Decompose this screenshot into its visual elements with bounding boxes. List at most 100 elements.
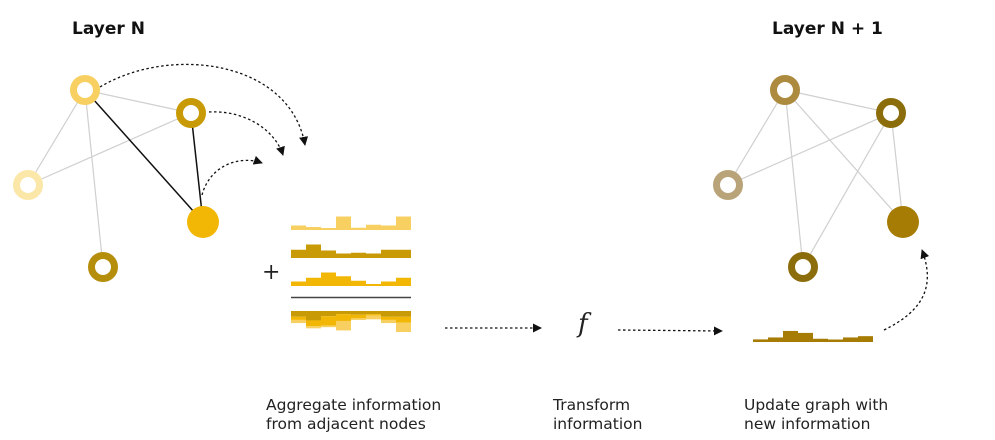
message-row-3-bar-3 (321, 272, 336, 286)
aggregate-segment-2-7 (381, 316, 396, 320)
message-row-2-bar-5 (351, 252, 366, 258)
message-row-2-bar-6 (366, 253, 381, 258)
update-caption-line-2: new information (744, 415, 871, 433)
message-row-3-bar-8 (396, 277, 411, 286)
transform-caption-line-1: Transform (553, 396, 631, 414)
arrow-to-update (617, 326, 723, 336)
message-row-2-bar-8 (396, 249, 411, 258)
message-row-3-bar-2 (306, 277, 321, 286)
layer-n-node-n2 (176, 98, 206, 128)
layer-n-plus-1-title: Layer N + 1 (772, 19, 883, 39)
message-row-1-bar-3 (321, 228, 336, 230)
layer-n-plus-1-edges (727, 89, 904, 268)
layer-n-edge-n1-n2 (84, 89, 192, 114)
aggregate-segment-2-4 (336, 314, 351, 321)
transform-caption: Transform information (553, 396, 642, 434)
message-row-2-bar-3 (321, 250, 336, 258)
output-bar-4 (798, 332, 813, 342)
message-arrow-from-target-node (201, 155, 263, 196)
aggregate-segment-1-2 (306, 311, 321, 321)
message-row-1-bar-4 (336, 216, 351, 230)
output-bar-6 (828, 339, 843, 342)
layer-n-plus-1-edge-m2-m3 (727, 112, 892, 186)
transform-function-symbol: f (578, 309, 588, 339)
message-arrow-from-top-node (99, 63, 309, 146)
layer-n-plus-1-node-m3 (713, 170, 743, 200)
output-bars (753, 330, 873, 342)
layer-n-plus-1-edge-m1-m2 (784, 89, 892, 114)
message-row-1-bar-8 (396, 216, 411, 230)
message-row-1-bar-2 (306, 227, 321, 230)
layer-n-plus-1-edge-m1-m5 (784, 89, 804, 268)
layer-n-node-n3 (13, 170, 43, 200)
aggregate-segment-2-6 (366, 314, 381, 316)
layer-n-plus-1-node-m1 (770, 75, 800, 105)
message-row-3-bar-7 (381, 281, 396, 286)
aggregate-segment-3-7 (381, 319, 396, 324)
output-bar-2 (768, 337, 783, 342)
layer-n-edge-n1-n4 (84, 89, 204, 223)
aggregate-caption-line-1: Aggregate information (266, 396, 442, 414)
aggregate-segment-2-2 (306, 320, 321, 327)
layer-n-node-n1 (70, 75, 100, 105)
aggregate-caption: Aggregate information from adjacent node… (266, 396, 441, 434)
layer-n-edge-n2-n3 (27, 112, 192, 186)
layer-n-plus-1-node-m2 (876, 98, 906, 128)
layer-n-edges (27, 89, 204, 268)
aggregate-segment-2-3 (321, 316, 336, 326)
layer-n-title: Layer N (72, 19, 145, 39)
output-bar-8 (858, 336, 873, 342)
aggregate-segment-3-6 (366, 315, 381, 320)
aggregate-segment-1-8 (396, 311, 411, 317)
layer-n-plus-1-edge-m1-m4 (784, 89, 904, 223)
message-row-1-bar-7 (381, 225, 396, 230)
message-rows (291, 216, 411, 286)
arrow-to-updated-node (883, 249, 930, 331)
layer-n-plus-1-node-m4 (887, 206, 919, 238)
aggregate-segment-1-6 (366, 311, 381, 315)
message-row-1-bar-5 (351, 227, 366, 230)
flow-arrows (99, 63, 930, 336)
transform-caption-line-2: information (553, 415, 643, 433)
aggregate-segment-1-3 (321, 311, 336, 317)
layer-n-edge-n2-n4 (190, 112, 204, 223)
layer-n-node-n4 (187, 206, 219, 238)
aggregate-caption-line-2: from adjacent nodes (266, 415, 426, 433)
aggregate-bars (291, 311, 411, 332)
layer-n-plus-1-edge-m1-m3 (727, 89, 786, 186)
message-row-1-bar-6 (366, 224, 381, 230)
aggregate-segment-2-8 (396, 316, 411, 323)
aggregate-segment-3-8 (396, 322, 411, 332)
aggregate-segment-1-5 (351, 311, 366, 315)
output-bar-5 (813, 338, 828, 342)
update-caption: Update graph with new information (744, 396, 888, 434)
output-bar-3 (783, 330, 798, 342)
aggregate-segment-1-1 (291, 311, 306, 317)
layer-n-plus-1-nodes (713, 75, 919, 282)
message-row-3-bar-6 (366, 284, 381, 286)
layer-n-plus-1-edge-m2-m4 (890, 112, 904, 223)
aggregate-segment-3-3 (321, 325, 336, 328)
aggregate-segment-3-5 (351, 318, 366, 320)
layer-n-edge-n1-n5 (84, 89, 104, 268)
layer-n-node-n5 (88, 252, 118, 282)
aggregate-segment-3-4 (336, 320, 351, 331)
plus-sign: + (262, 260, 281, 285)
message-row-2-bar-1 (291, 249, 306, 258)
message-arrow-from-right-node (208, 111, 285, 156)
message-row-3-bar-4 (336, 276, 351, 286)
message-row-3-bar-1 (291, 281, 306, 286)
aggregate-segment-1-4 (336, 311, 351, 315)
output-bar-1 (753, 339, 768, 342)
message-row-2-bar-2 (306, 244, 321, 258)
message-row-3-bar-5 (351, 280, 366, 286)
layer-n-plus-1-node-m5 (788, 252, 818, 282)
layer-n-nodes (13, 75, 219, 282)
message-row-1-bar-1 (291, 225, 306, 230)
update-caption-line-1: Update graph with (744, 396, 889, 414)
aggregate-segment-2-1 (291, 316, 306, 320)
message-row-2-bar-7 (381, 249, 396, 258)
message-row-2-bar-4 (336, 253, 351, 258)
